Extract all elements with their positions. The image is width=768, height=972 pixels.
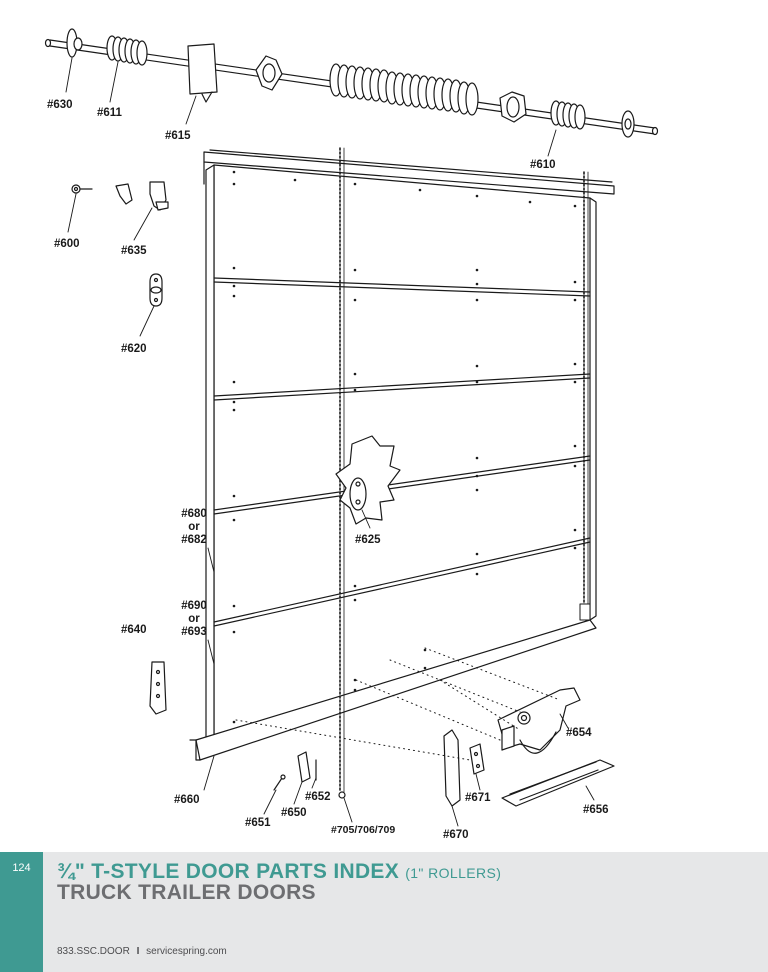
label-620: #620 — [121, 343, 147, 355]
bracket-620 — [149, 273, 163, 307]
label-651: #651 — [245, 817, 271, 829]
label-705: #705/706/709 — [331, 824, 395, 836]
header-track — [203, 149, 615, 195]
hinge-cutaway — [335, 435, 401, 525]
spring-shaft-assembly — [44, 28, 659, 138]
phone-number: 833.SSC.DOOR — [57, 946, 130, 957]
label-690-or: or — [188, 613, 200, 625]
label-640: #640 — [121, 624, 147, 636]
label-652: #652 — [305, 791, 331, 803]
page-number-tab — [0, 852, 43, 972]
label-680-or: or — [188, 521, 200, 533]
small-bracket — [469, 743, 485, 775]
leader-lines — [65, 57, 595, 827]
part-labels: #630 #611 #615 #610 #600 #635 #620 #680 … — [47, 99, 609, 841]
contact-line: 833.SSC.DOOR I servicespring.com — [57, 946, 227, 957]
roller-600 — [71, 184, 93, 194]
handle-plate — [443, 729, 461, 807]
label-611: #611 — [97, 107, 123, 119]
label-690: #690 — [181, 600, 207, 612]
label-630: #630 — [47, 99, 73, 111]
label-693: #693 — [181, 626, 207, 638]
footer-band — [0, 852, 768, 972]
label-600: #600 — [54, 238, 80, 250]
label-625: #625 — [355, 534, 381, 546]
label-654: #654 — [566, 727, 592, 739]
label-615: #615 — [165, 130, 191, 142]
label-670: #670 — [443, 829, 469, 841]
door-panel — [189, 164, 597, 761]
label-635: #635 — [121, 245, 147, 257]
guide-lines — [235, 647, 561, 761]
parts-diagram: #630 #611 #615 #610 #600 #635 #620 #680 … — [44, 28, 659, 841]
label-680: #680 — [181, 508, 207, 520]
contact-separator: I — [136, 946, 140, 957]
page-title: ¾" T-STYLE DOOR PARTS INDEX (1" ROLLERS) — [57, 860, 501, 884]
website-link[interactable]: servicespring.com — [146, 946, 227, 957]
hinge-635 — [115, 181, 169, 211]
recessed-handle — [501, 759, 615, 807]
page-number: 124 — [12, 862, 31, 874]
label-671: #671 — [465, 792, 491, 804]
latch-assembly — [497, 687, 581, 754]
bottom-hardware — [273, 751, 317, 791]
label-660: #660 — [174, 794, 200, 806]
label-656: #656 — [583, 804, 609, 816]
page-subtitle: TRUCK TRAILER DOORS — [57, 881, 316, 904]
page-title-main: ¾" T-STYLE DOOR PARTS INDEX — [57, 860, 400, 883]
label-610: #610 — [530, 159, 556, 171]
bracket-640 — [149, 661, 167, 715]
label-650: #650 — [281, 807, 307, 819]
label-682: #682 — [181, 534, 207, 546]
page-title-note: (1" ROLLERS) — [405, 865, 502, 881]
